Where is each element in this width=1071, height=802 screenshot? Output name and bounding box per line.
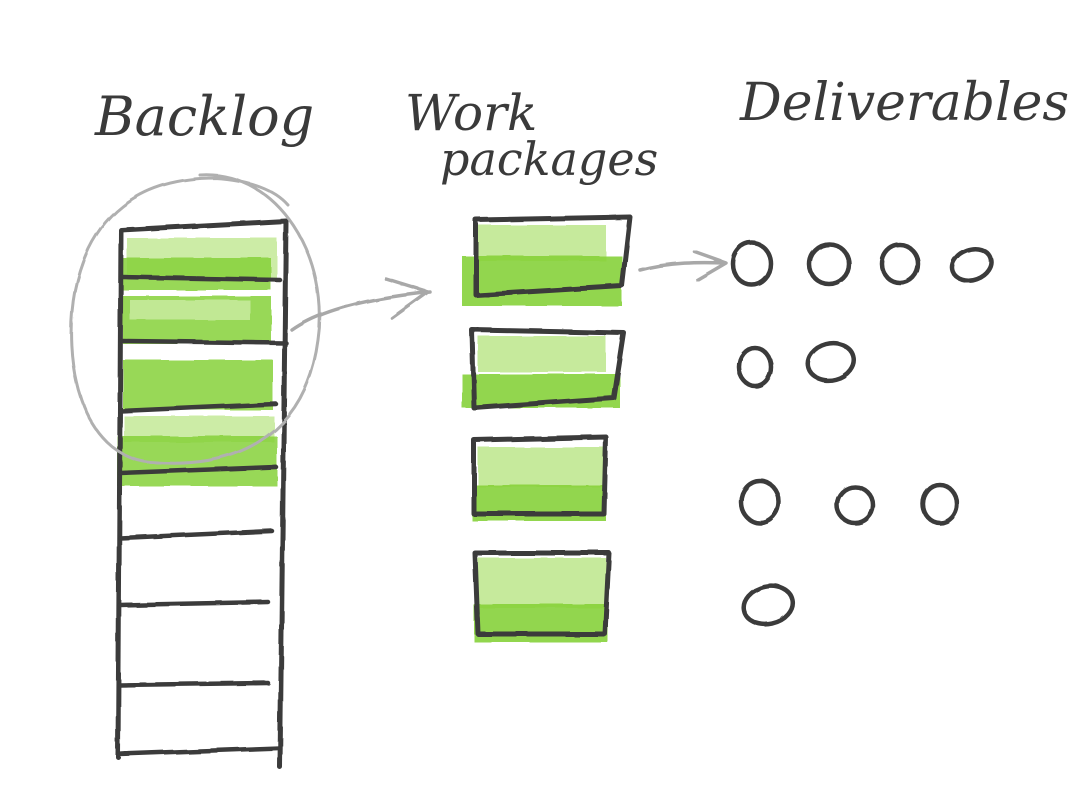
work-package (471, 434, 609, 521)
work-packages-heading-line2: packages (440, 132, 658, 186)
deliverable-circle (879, 242, 921, 286)
deliverable-circle (920, 482, 960, 526)
backlog-heading: Backlog (94, 85, 314, 148)
backlog-row-divider (119, 274, 283, 283)
deliverable-circle (740, 583, 796, 627)
deliverable-circle (806, 241, 852, 287)
deliverable-circle (950, 247, 994, 283)
deliverable-circle (834, 484, 876, 526)
deliverables-heading: Deliverables (739, 73, 1069, 133)
deliverable-circle (730, 240, 774, 288)
arrow-package-to-deliverables (638, 250, 728, 282)
deliverables (730, 240, 994, 627)
work-packages (462, 214, 633, 642)
backlog-item-highlight (121, 258, 271, 290)
backlog-row-divider (119, 338, 289, 346)
selection-circle (69, 173, 322, 465)
backlog-outline (115, 218, 289, 770)
backlog-row-divider (117, 680, 271, 688)
backlog-row-divider (117, 464, 279, 476)
arrow-backlog-to-package (290, 277, 432, 332)
deliverable-circle (738, 478, 782, 526)
backlog-row-divider (117, 528, 275, 541)
backlog-row-divider (117, 599, 271, 608)
work-package (462, 327, 627, 411)
deliverable-circle (736, 345, 774, 389)
work-package (462, 214, 633, 306)
deliverable-circle (806, 341, 856, 383)
work-package (472, 550, 612, 642)
backlog-stack (69, 173, 322, 770)
backlog-item-highlight (123, 360, 273, 410)
work-packages-heading-line1: Work (405, 84, 537, 142)
backlog-row-divider (115, 745, 283, 757)
backlog-item-highlight (130, 300, 250, 320)
backlog-row-divider (117, 401, 279, 414)
